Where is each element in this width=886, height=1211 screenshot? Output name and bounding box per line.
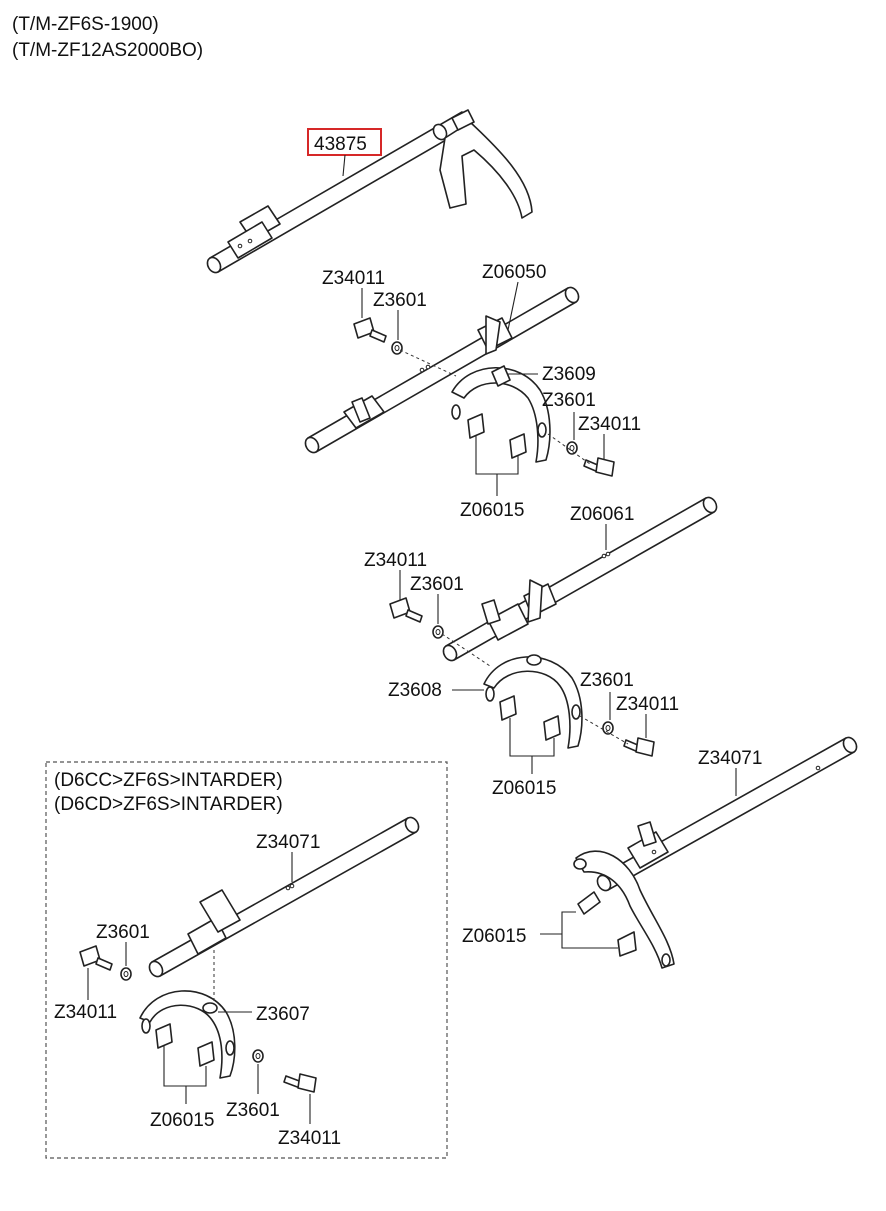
washer-z3601-f[interactable] [252,1049,264,1063]
shift-rail-z06061[interactable] [441,495,719,663]
part-label-z34011-d[interactable]: Z34011 [616,694,679,715]
part-label-z06015-c[interactable]: Z06015 [462,926,526,947]
part-label-z34011-b[interactable]: Z34011 [578,414,641,435]
bolt-z34011-e[interactable] [79,945,113,971]
part-label-z3609[interactable]: Z3609 [542,364,596,385]
part-label-z06015-a[interactable]: Z06015 [460,500,524,521]
part-label-z3601-e[interactable]: Z3601 [96,922,150,943]
part-label-z06015-b[interactable]: Z06015 [492,778,556,799]
shift-fork-z3609[interactable] [451,365,551,463]
washer-z3601[interactable] [391,341,403,355]
part-label-z06061[interactable]: Z06061 [570,504,634,525]
shift-rail-43875[interactable] [205,109,533,275]
inset-line-2: (D6CD>ZF6S>INTARDER) [54,794,283,815]
shift-pad-z06015-d[interactable] [155,1023,215,1067]
inset-box [45,761,448,1159]
washer-z3601-e[interactable] [120,967,132,981]
washer-z3601-right[interactable] [566,441,578,455]
washer-z3601-d[interactable] [602,721,614,735]
shift-fork-z3608[interactable] [483,654,583,749]
shift-pad-z06015[interactable] [467,413,527,459]
part-label-z34011-c[interactable]: Z34011 [364,550,427,571]
bolt-z34011-d[interactable] [623,737,655,757]
part-label-z3601-d[interactable]: Z3601 [580,670,634,691]
shift-rail-z34071-inset[interactable] [147,815,421,979]
header-line-1: (T/M-ZF6S-1900) [12,14,159,35]
part-label-z3601-f[interactable]: Z3601 [226,1100,280,1121]
header-line-2: (T/M-ZF12AS2000BO) [12,40,203,61]
part-label-z3601-a[interactable]: Z3601 [373,290,427,311]
part-label-z3601-b[interactable]: Z3601 [542,390,596,411]
shift-fork-z34071-right[interactable] [573,850,675,969]
shift-pad-z06015-b[interactable] [499,695,561,741]
leader-line [342,154,346,177]
shift-rail-z34071[interactable] [595,735,859,893]
part-label-z34011-a[interactable]: Z34011 [322,268,385,289]
part-label-z34071-b[interactable]: Z34071 [256,832,320,853]
part-label-z34011-f[interactable]: Z34011 [278,1128,341,1149]
part-label-z06015-d[interactable]: Z06015 [150,1110,214,1131]
part-label-z34011-e[interactable]: Z34011 [54,1002,117,1023]
bolt-z34011[interactable] [353,317,387,343]
shift-rail-z06050[interactable] [303,285,581,455]
bolt-z34011-f[interactable] [283,1073,317,1093]
part-label-z34071-a[interactable]: Z34071 [698,748,762,769]
shift-fork-z3607[interactable] [139,990,236,1079]
part-label-z3601-c[interactable]: Z3601 [410,574,464,595]
part-label-z3608[interactable]: Z3608 [388,680,442,701]
part-label-z06050[interactable]: Z06050 [482,262,546,283]
washer-z3601-c[interactable] [432,625,444,639]
shift-pad-z06015-c[interactable] [577,891,637,957]
part-label-z3607[interactable]: Z3607 [256,1004,310,1025]
bolt-z34011-c[interactable] [389,597,423,623]
part-label-43875[interactable]: 43875 [314,134,367,155]
bolt-z34011-right[interactable] [583,457,615,477]
inset-line-1: (D6CC>ZF6S>INTARDER) [54,770,283,791]
